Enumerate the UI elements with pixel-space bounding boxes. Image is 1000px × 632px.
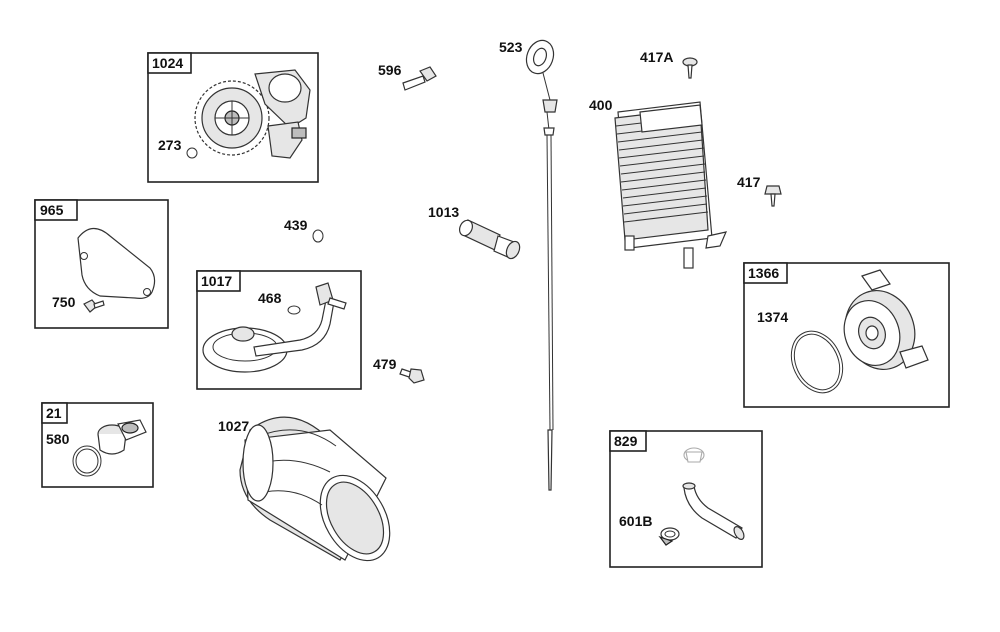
screw-417A-part	[682, 57, 698, 79]
group-1366-tag: 1366	[748, 265, 779, 281]
callout-596: 596	[378, 62, 402, 78]
group-1017-frame	[196, 270, 362, 390]
o-ring-468-part	[287, 305, 301, 315]
callout-439: 439	[284, 217, 308, 233]
group-1024-tag: 1024	[152, 55, 183, 71]
group-1366-frame	[743, 262, 950, 408]
group-829-tag-frame	[609, 430, 647, 452]
oil-cap-21-part	[97, 419, 147, 455]
bolt-479-part	[399, 368, 425, 384]
group-965: 965 750	[34, 199, 169, 329]
clamp-ghost-part	[683, 447, 705, 463]
oil-cooler-400-part	[614, 101, 728, 269]
callout-400: 400	[589, 97, 613, 113]
fitting-1013-part	[458, 219, 521, 260]
group-1024: 1024 273	[147, 52, 319, 183]
group-1017: 1017 468	[196, 270, 362, 390]
o-ring-1374-part	[790, 330, 844, 394]
group-1366: 1366 1374	[743, 262, 950, 408]
callout-750: 750	[52, 294, 76, 310]
group-965-frame	[34, 199, 169, 329]
group-1024-frame	[147, 52, 319, 183]
dipstick-523-part	[525, 39, 558, 491]
group-1024-tag-frame	[147, 52, 192, 74]
group-1017-tag-frame	[196, 270, 241, 292]
group-21-tag-frame	[41, 402, 68, 424]
group-829-frame	[609, 430, 763, 568]
bolt-750-part	[83, 299, 105, 313]
oil-filter-1027-part	[239, 416, 391, 562]
o-ring-580-part	[72, 445, 102, 477]
callout-273: 273	[158, 137, 182, 153]
group-965-tag-frame	[34, 199, 78, 221]
clamp-601B-part	[658, 527, 680, 546]
callout-417A: 417A	[640, 49, 673, 65]
group-21-tag: 21	[46, 405, 62, 421]
oil-pickup-1017-part	[202, 282, 347, 373]
callout-468: 468	[258, 290, 282, 306]
callout-479: 479	[373, 356, 397, 372]
callout-1013: 1013	[428, 204, 459, 220]
hose-829-part	[682, 482, 745, 540]
bolt-417-part	[764, 185, 782, 207]
gasket-965-part	[77, 227, 156, 299]
o-ring-273-part	[186, 147, 198, 159]
filter-adapter-1366-part	[843, 269, 929, 370]
group-21-frame	[41, 402, 154, 488]
oil-pump-gear-part	[194, 69, 311, 159]
group-829-tag: 829	[614, 433, 638, 449]
callout-580: 580	[46, 431, 70, 447]
callout-1374: 1374	[757, 309, 788, 325]
group-965-tag: 965	[40, 202, 64, 218]
bolt-596-part	[402, 66, 437, 91]
group-1366-tag-frame	[743, 262, 788, 284]
callout-601B: 601B	[619, 513, 652, 529]
callout-1027: 1027	[218, 418, 249, 434]
callout-417: 417	[737, 174, 761, 190]
o-ring-439-part	[312, 229, 324, 243]
callout-523: 523	[499, 39, 523, 55]
group-21: 21 580	[41, 402, 154, 488]
group-1017-tag: 1017	[201, 273, 232, 289]
group-829: 829 601B	[609, 430, 763, 568]
